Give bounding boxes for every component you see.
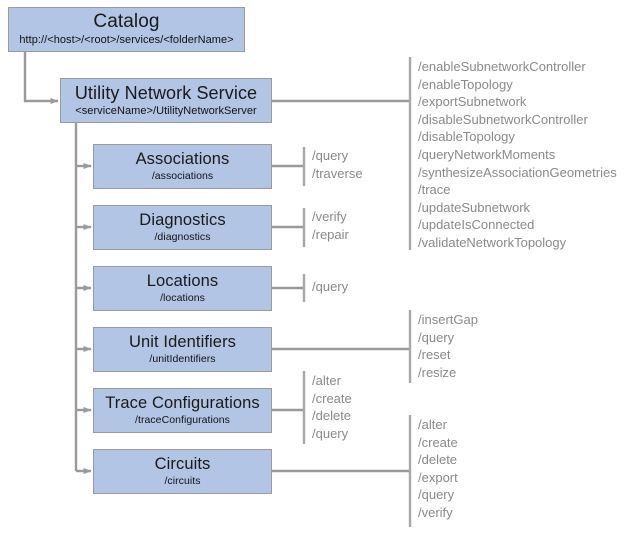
node-utility-network-service-title: Utility Network Service <box>74 82 258 103</box>
node-utility-network-service-path: <serviceName>/UtilityNetworkServer <box>75 104 257 117</box>
operations-associations: /query/traverse <box>312 147 363 182</box>
operation-item: /verify <box>418 504 453 520</box>
operation-item: /delete <box>418 452 458 468</box>
node-circuits-title: Circuits <box>154 454 211 473</box>
node-associations-title: Associations <box>135 149 230 168</box>
operation-item: /disableSubnetworkController <box>418 111 588 127</box>
operation-item: /export <box>418 469 458 485</box>
operation-item: /disableTopology <box>418 129 515 145</box>
operation-item: /validateNetworkTopology <box>418 234 567 250</box>
node-trace-configurations-title: Trace Configurations <box>105 393 260 412</box>
node-trace-configurations[interactable]: Trace Configurations /traceConfiguration… <box>93 388 272 433</box>
operation-item: /synthesizeAssociationGeometries <box>418 164 617 180</box>
operation-item: /resize <box>418 364 457 380</box>
node-locations[interactable]: Locations /locations <box>93 266 272 311</box>
operation-item: /create <box>312 390 352 406</box>
operations-locations: /query <box>312 278 348 296</box>
node-circuits[interactable]: Circuits /circuits <box>93 449 272 494</box>
operations-unit-identifiers: /insertGap/query/reset/resize <box>418 311 478 381</box>
operation-item: /query <box>312 425 349 441</box>
operation-item: /queryNetworkMoments <box>418 146 556 162</box>
operation-item: /query <box>312 279 349 294</box>
node-catalog-title: Catalog <box>93 11 160 33</box>
operations-circuits: /alter/create/delete/export/query/verify <box>418 416 458 522</box>
operations-diagnostics: /verify/repair <box>312 208 349 243</box>
node-trace-configurations-path: /traceConfigurations <box>135 414 230 427</box>
operation-item: /query <box>312 148 349 163</box>
operation-item: /delete <box>312 408 352 424</box>
operation-item: /trace <box>418 182 451 198</box>
node-associations[interactable]: Associations /associations <box>93 144 272 189</box>
node-locations-path: /locations <box>160 292 205 305</box>
node-utility-network-service[interactable]: Utility Network Service <serviceName>/Ut… <box>60 78 272 123</box>
operation-item: /updateIsConnected <box>418 217 535 233</box>
operations-trace-configurations: /alter/create/delete/query <box>312 372 352 442</box>
node-associations-path: /associations <box>151 170 214 183</box>
operation-item: /reset <box>418 347 451 363</box>
operation-item: /alter <box>418 417 447 432</box>
node-unit-identifiers-title: Unit Identifiers <box>128 332 237 351</box>
operation-item: /query <box>418 329 455 345</box>
operation-item: /alter <box>312 373 341 388</box>
operation-item: /exportSubnetwork <box>418 94 527 110</box>
node-locations-title: Locations <box>146 271 219 290</box>
operation-item: /enableTopology <box>418 76 513 92</box>
node-circuits-path: /circuits <box>164 475 201 488</box>
operation-item: /updateSubnetwork <box>418 199 531 215</box>
node-unit-identifiers[interactable]: Unit Identifiers /unitIdentifiers <box>93 327 272 372</box>
node-catalog-path: http://<host>/<root>/services/<folderNam… <box>19 34 234 47</box>
operation-item: /insertGap <box>418 312 478 327</box>
operation-item: /repair <box>312 226 349 242</box>
operation-item: /verify <box>312 209 347 224</box>
operation-item: /enableSubnetworkController <box>418 59 586 74</box>
edge-catalog-to-service <box>23 52 59 104</box>
node-catalog[interactable]: Catalog http://<host>/<root>/services/<f… <box>8 7 245 52</box>
operation-item: /traverse <box>312 165 363 181</box>
node-diagnostics-path: /diagnostics <box>154 231 211 244</box>
operation-item: /query <box>418 487 455 503</box>
operations-utility-network-service: /enableSubnetworkController/enableTopolo… <box>418 58 617 252</box>
node-diagnostics[interactable]: Diagnostics /diagnostics <box>93 205 272 250</box>
node-unit-identifiers-path: /unitIdentifiers <box>149 353 216 366</box>
node-diagnostics-title: Diagnostics <box>139 210 226 229</box>
operation-item: /create <box>418 434 458 450</box>
